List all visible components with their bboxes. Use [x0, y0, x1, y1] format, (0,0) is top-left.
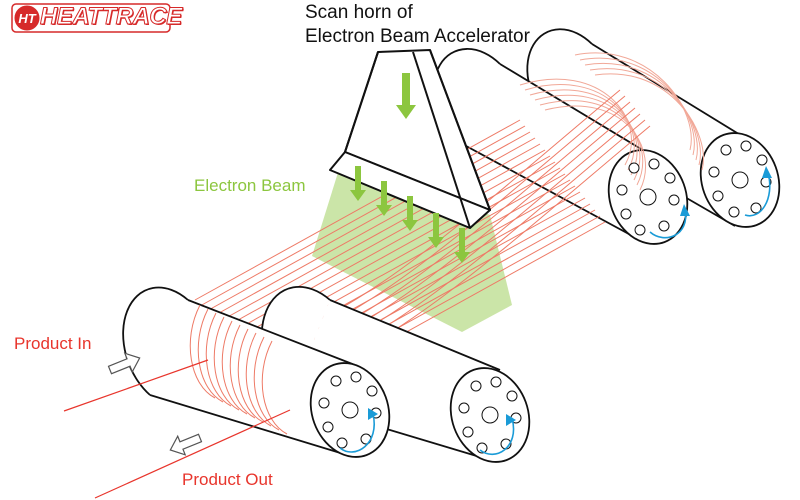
electron-beam-label: Electron Beam [194, 176, 306, 195]
rotation-arrow-icon [649, 204, 690, 239]
rotation-arrow-icon [339, 408, 378, 453]
heattrace-logo: HT [11, 3, 171, 33]
product-in-arrow-icon [107, 352, 141, 375]
beam-arrow-icon [454, 228, 470, 263]
wire-loops-back [519, 52, 704, 191]
product-out-label: Product Out [182, 470, 273, 489]
rotation-arrow-icon [744, 166, 772, 217]
product-out-arrow-icon [169, 433, 203, 456]
beam-arrow-icon [350, 166, 366, 201]
product-out-line [94, 409, 291, 499]
product-in-label: Product In [14, 334, 92, 353]
rotation-arrows [339, 166, 772, 456]
beam-arrow-icon [402, 196, 418, 231]
scan-horn-label-line1: Scan horn of [305, 2, 413, 23]
beam-arrow-icon [428, 213, 444, 248]
wire-wraps-front [189, 304, 288, 435]
rotation-arrow-icon [479, 414, 516, 456]
scan-horn-label-line2: Electron Beam Accelerator [305, 26, 530, 47]
svg-text:HT: HT [18, 11, 36, 26]
logo-wordmark: HEATTRACE [40, 3, 183, 31]
ht-circle-logo-icon [14, 5, 40, 31]
beam-arrow-icon [396, 73, 416, 119]
product-in-line [63, 359, 209, 412]
beam-arrows [350, 73, 470, 263]
beam-arrow-icon [376, 181, 392, 216]
scan-horn [329, 49, 491, 229]
roller-end-holes [318, 140, 772, 454]
